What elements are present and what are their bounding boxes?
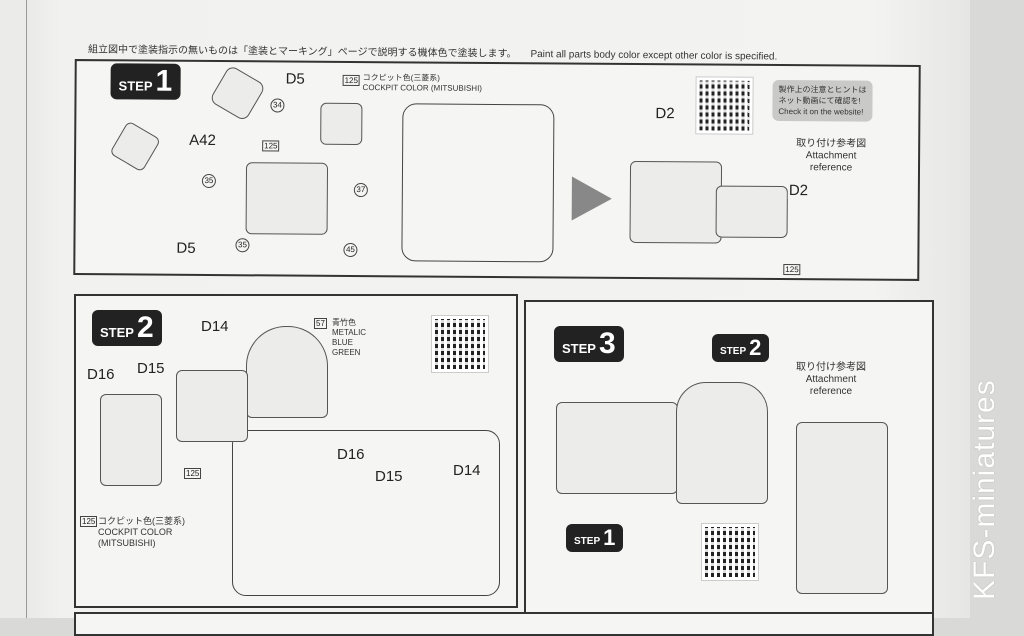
color-ref: 125 [342, 74, 361, 87]
attach-en2: reference [809, 386, 853, 397]
part-label: D15 [374, 468, 404, 485]
color-en: COCKPIT COLOR (MITSUBISHI) [362, 83, 483, 93]
color-ref: 57 [314, 318, 327, 329]
step-number: 1 [603, 525, 616, 550]
step-word: STEP [574, 536, 601, 547]
part-label: D14 [200, 318, 230, 335]
detail-callout [232, 430, 500, 596]
tool-hex-icon [109, 120, 162, 173]
color-note: コクピット色(三菱系)COCKPIT COLOR (MITSUBISHI) [362, 73, 483, 94]
hint-jp1: 製作上の注意とヒントは [778, 84, 867, 95]
part-d14 [246, 326, 328, 418]
color-jp: コクピット色(三菱系) [98, 516, 185, 526]
part-label: D5 [284, 70, 306, 88]
detail-callout [401, 103, 555, 263]
part-label: D16 [86, 366, 116, 383]
cockpit-floor [556, 402, 678, 494]
part-ref: 45 [343, 242, 358, 258]
step-number: 1 [155, 64, 173, 98]
attachment-figure [796, 422, 888, 594]
part-ref: 37 [353, 183, 368, 198]
part-label: D15 [136, 360, 166, 377]
assembly-d2 [715, 185, 788, 239]
left-page-edge [0, 0, 27, 618]
part-label: D5 [175, 239, 197, 257]
attach-en2: reference [809, 162, 853, 174]
assembly-a42 [629, 160, 723, 244]
attach-en1: Attachment [805, 374, 857, 385]
color-ref: 125 [80, 516, 98, 527]
color57-en3: GREEN [332, 348, 361, 357]
qr-code [431, 315, 489, 373]
part-label: D2 [654, 105, 676, 123]
color57-jp: 青竹色 [332, 318, 356, 327]
hint-box: 製作上の注意とヒントはネット動画にて確認を!Check it on the we… [772, 79, 873, 122]
part-ref: 35 [201, 173, 216, 189]
attach-jp: 取り付け参考図 [796, 138, 867, 150]
color-ref: 125 [783, 264, 801, 276]
instruction-sheet: 組立図中で塗装指示の無いものは「塗装とマーキング」ページで説明する機体色で塗装し… [0, 0, 970, 618]
step-word: STEP [562, 341, 596, 356]
step-word: STEP [100, 325, 134, 340]
bulkhead-assembly [676, 382, 768, 504]
hint-jp2: ネット動画にて確認を! [778, 95, 861, 106]
part-d15 [176, 370, 248, 442]
part-a42 [245, 162, 329, 235]
watermark: KFS-miniatures [968, 379, 1001, 600]
color-en1: COCKPIT COLOR [98, 527, 173, 537]
color-en2: (MITSUBISHI) [98, 538, 156, 548]
arrow-icon [571, 176, 612, 221]
part-label: D16 [336, 446, 366, 463]
part-label: D14 [452, 462, 482, 479]
paint-hex-icon [208, 64, 267, 122]
step-number: 3 [598, 327, 616, 360]
color57-en2: BLUE [332, 338, 353, 347]
part-ref: 34 [270, 98, 285, 113]
part-label: A42 [188, 131, 217, 150]
hint-en: Check it on the website! [778, 106, 864, 117]
attach-en1: Attachment [805, 150, 857, 162]
part-d5 [320, 102, 363, 146]
color57-en1: METALIC [332, 328, 367, 337]
step-number: 2 [749, 335, 762, 360]
step-word: STEP [720, 346, 747, 357]
part-d16 [100, 394, 162, 486]
part-ref: 35 [235, 238, 250, 253]
next-step-panel [74, 612, 934, 636]
color-ref: 125 [262, 140, 280, 152]
qr-code [701, 523, 759, 581]
step-number: 2 [136, 311, 154, 344]
color-note: コクピット色(三菱系)COCKPIT COLOR(MITSUBISHI) [98, 516, 185, 549]
attach-jp: 取り付け参考図 [796, 362, 866, 373]
color-ref: 125 [184, 468, 202, 479]
qr-code [695, 76, 754, 135]
step-word: STEP [118, 78, 153, 94]
header-en: Paint all parts body color except other … [530, 48, 778, 63]
part-label: D2 [787, 182, 810, 200]
header-jp: 組立図中で塗装指示の無いものは「塗装とマーキング」ページで説明する機体色で塗装し… [87, 44, 517, 60]
